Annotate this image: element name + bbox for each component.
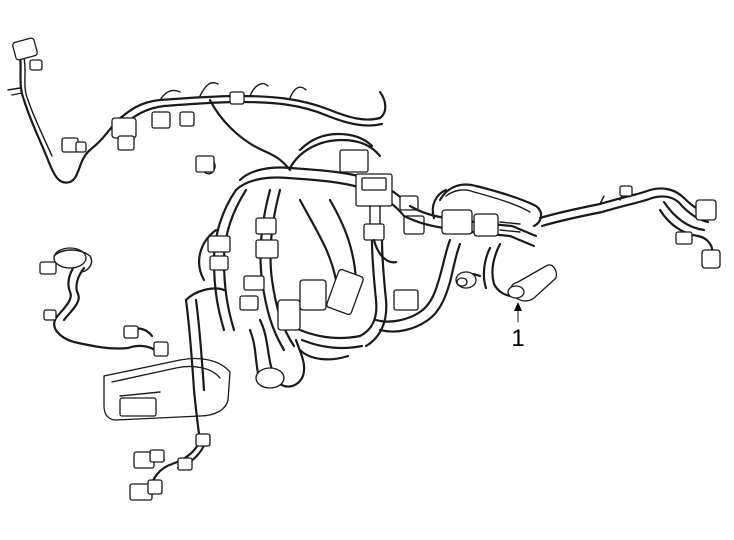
left-center-branch (39, 247, 169, 357)
lower-left-tray (103, 287, 231, 501)
callout-1-arrowhead (514, 302, 522, 311)
upper-left-branch (7, 37, 120, 184)
callout-1: 1 (511, 302, 525, 352)
top-trunk (111, 82, 387, 175)
pigtail-assembly (455, 242, 558, 302)
central-loom (198, 132, 425, 389)
callout-1-label: 1 (511, 325, 524, 352)
right-branch (374, 183, 721, 333)
